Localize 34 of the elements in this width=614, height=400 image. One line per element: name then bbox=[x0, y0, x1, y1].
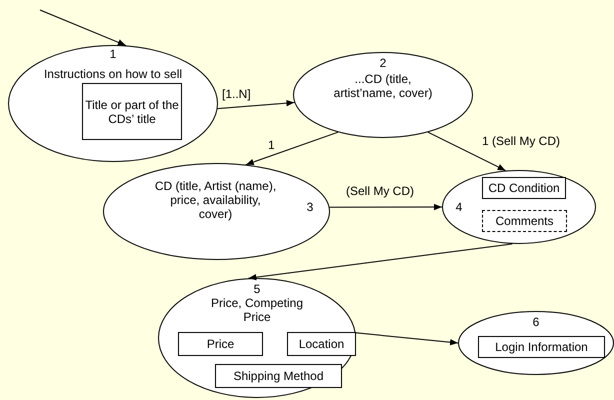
arrow bbox=[217, 100, 295, 110]
ellipse-node bbox=[8, 45, 218, 162]
ellipse-node bbox=[103, 163, 330, 260]
field-box: Shipping Method bbox=[215, 364, 342, 388]
edge-label: 1 bbox=[268, 138, 275, 152]
node-text: 4 bbox=[454, 200, 464, 214]
field-box: Title or part of the CDs’ title bbox=[82, 83, 182, 140]
node-text: Instructions on how to sell bbox=[42, 67, 184, 81]
edge-label: 1 (Sell My CD) bbox=[482, 134, 560, 148]
arrow bbox=[329, 204, 442, 210]
field-box: Comments bbox=[482, 210, 567, 232]
arrow bbox=[428, 132, 506, 172]
edge-label: [1..N] bbox=[222, 87, 251, 101]
arrow bbox=[355, 332, 458, 346]
node-text: 1 bbox=[108, 47, 118, 61]
node-text: 6 bbox=[532, 315, 540, 329]
node-text: 5 bbox=[252, 282, 262, 296]
node-text: 2 bbox=[378, 56, 388, 70]
edge-label: (Sell My CD) bbox=[346, 184, 414, 198]
ellipse-node bbox=[158, 278, 356, 398]
field-box: Price bbox=[178, 332, 263, 356]
field-box: Location bbox=[287, 332, 356, 356]
field-box: CD Condition bbox=[482, 177, 566, 199]
node-text: CD (title, Artist (name), price, availability, cover) bbox=[154, 179, 278, 221]
ellipse-node bbox=[458, 311, 614, 375]
arrow bbox=[245, 132, 338, 166]
field-box: Login Information bbox=[478, 336, 605, 358]
node-text: 3 bbox=[306, 200, 314, 214]
ellipse-node bbox=[293, 52, 473, 138]
node-text: Price, Competing Price bbox=[210, 296, 304, 324]
arrow bbox=[40, 10, 126, 46]
arrow bbox=[248, 243, 513, 280]
node-text: ...CD (title, artist’name, cover) bbox=[332, 72, 434, 100]
ellipse-node bbox=[442, 170, 596, 244]
